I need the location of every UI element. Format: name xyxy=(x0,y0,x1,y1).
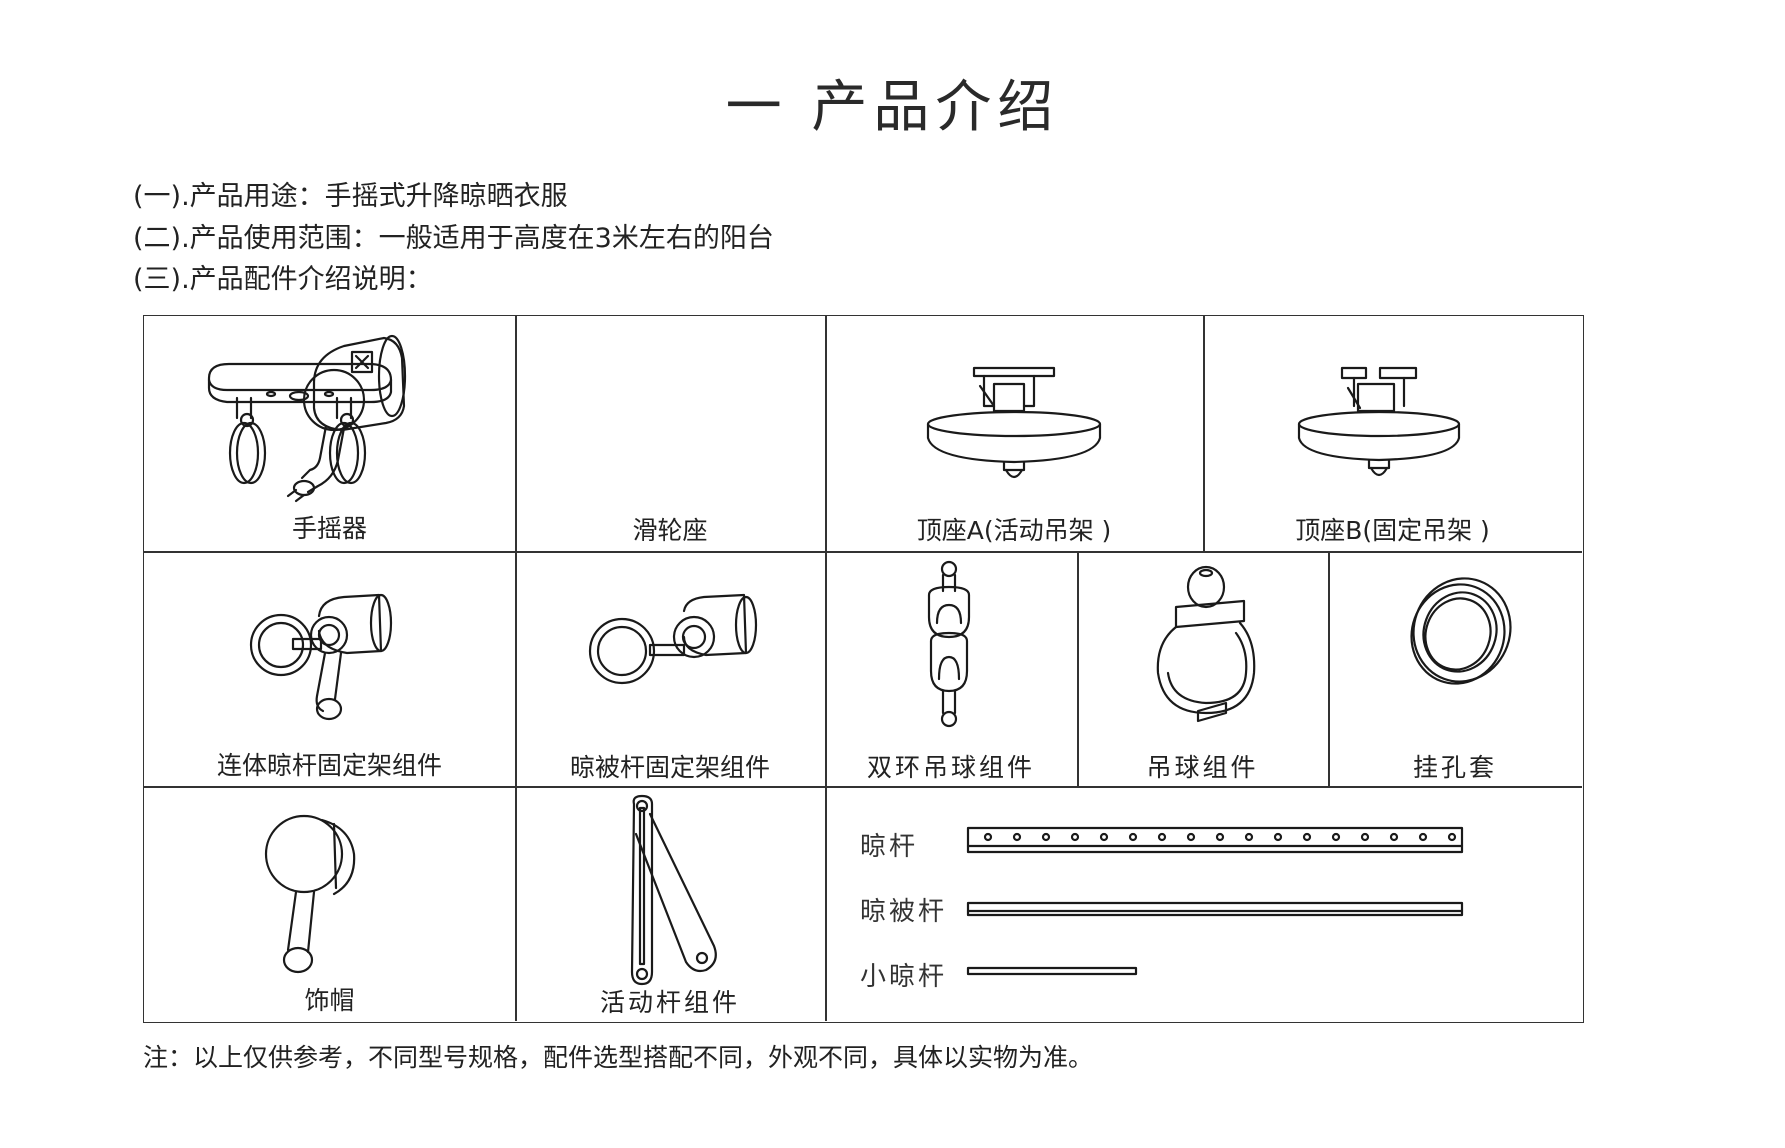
movable-rod-label: 活动杆组件 xyxy=(599,988,740,1017)
rod-hole xyxy=(1360,832,1370,842)
drying-rod-label: 晾杆 xyxy=(860,832,919,862)
quilt-rod-icon xyxy=(966,901,1464,917)
rod-hole xyxy=(1331,832,1341,842)
hole-sleeve-label: 挂孔套 xyxy=(1412,753,1497,782)
top-base-a-icon xyxy=(926,366,1102,479)
footnote: 注：以上仅供参考，不同型号规格，配件选型搭配不同，外观不同，具体以实物为准。 xyxy=(143,1043,1094,1072)
rod-hole xyxy=(1012,832,1022,842)
col-divider xyxy=(1328,551,1330,786)
hand-crank-label: 手摇器 xyxy=(291,514,367,543)
rod-hole xyxy=(1099,832,1109,842)
row-divider xyxy=(144,551,1582,553)
intro-usage: (一).产品用途：手摇式升降晾晒衣服 xyxy=(133,181,568,212)
page-title: 一 产品介绍 xyxy=(725,75,1060,140)
rod-hole xyxy=(1215,832,1225,842)
movable-rod-icon xyxy=(630,794,717,986)
col-divider xyxy=(1203,316,1205,551)
integrated-bracket-label: 连体晾杆固定架组件 xyxy=(216,751,442,780)
quilt-rod-label: 晾被杆 xyxy=(860,897,948,927)
col-divider xyxy=(515,316,517,1021)
pulley-base-icon xyxy=(207,362,393,485)
top-base-a-label: 顶座A(活动吊架 ) xyxy=(916,516,1112,545)
small-rod-label: 小晾杆 xyxy=(860,962,948,992)
col-divider xyxy=(825,316,827,1021)
pulley-base-label: 滑轮座 xyxy=(632,516,708,545)
rod-hole xyxy=(1157,832,1167,842)
rod-hole xyxy=(1389,832,1399,842)
row-divider xyxy=(144,786,1582,788)
small-rod-icon xyxy=(966,966,1138,976)
rod-hole xyxy=(1041,832,1051,842)
hole-sleeve-icon xyxy=(1410,577,1512,685)
col-divider xyxy=(1077,551,1079,786)
double-ring-ball-icon xyxy=(927,560,971,728)
double-ring-ball-label: 双环吊球组件 xyxy=(866,753,1035,782)
top-base-b-icon xyxy=(1297,366,1461,477)
intro-scope: (二).产品使用范围：一般适用于高度在3米左右的阳台 xyxy=(133,223,774,254)
quilt-rod-bracket-icon xyxy=(588,593,758,685)
decorative-cap-label: 饰帽 xyxy=(304,986,355,1015)
hanging-ball-icon xyxy=(1156,565,1256,723)
top-base-b-label: 顶座B(固定吊架 ) xyxy=(1295,516,1490,545)
quilt-rod-bracket-label: 晾被杆固定架组件 xyxy=(569,753,770,782)
parts-table: 手摇器 滑轮座 顶座A(活动吊架 ) 顶座B(固定吊架 ) xyxy=(143,315,1584,1023)
drying-rod-icon xyxy=(966,826,1464,854)
rod-hole xyxy=(1302,832,1312,842)
integrated-bracket-icon xyxy=(249,593,393,721)
rod-hole xyxy=(1186,832,1196,842)
hanging-ball-label: 吊球组件 xyxy=(1146,753,1259,782)
rod-hole xyxy=(1128,832,1138,842)
rod-hole xyxy=(1418,832,1428,842)
rod-hole xyxy=(1447,832,1457,842)
rod-hole xyxy=(1070,832,1080,842)
rod-hole xyxy=(1244,832,1254,842)
intro-parts: (三).产品配件介绍说明： xyxy=(133,264,433,295)
rod-hole xyxy=(983,832,993,842)
decorative-cap-icon xyxy=(264,814,356,974)
rod-hole xyxy=(1273,832,1283,842)
